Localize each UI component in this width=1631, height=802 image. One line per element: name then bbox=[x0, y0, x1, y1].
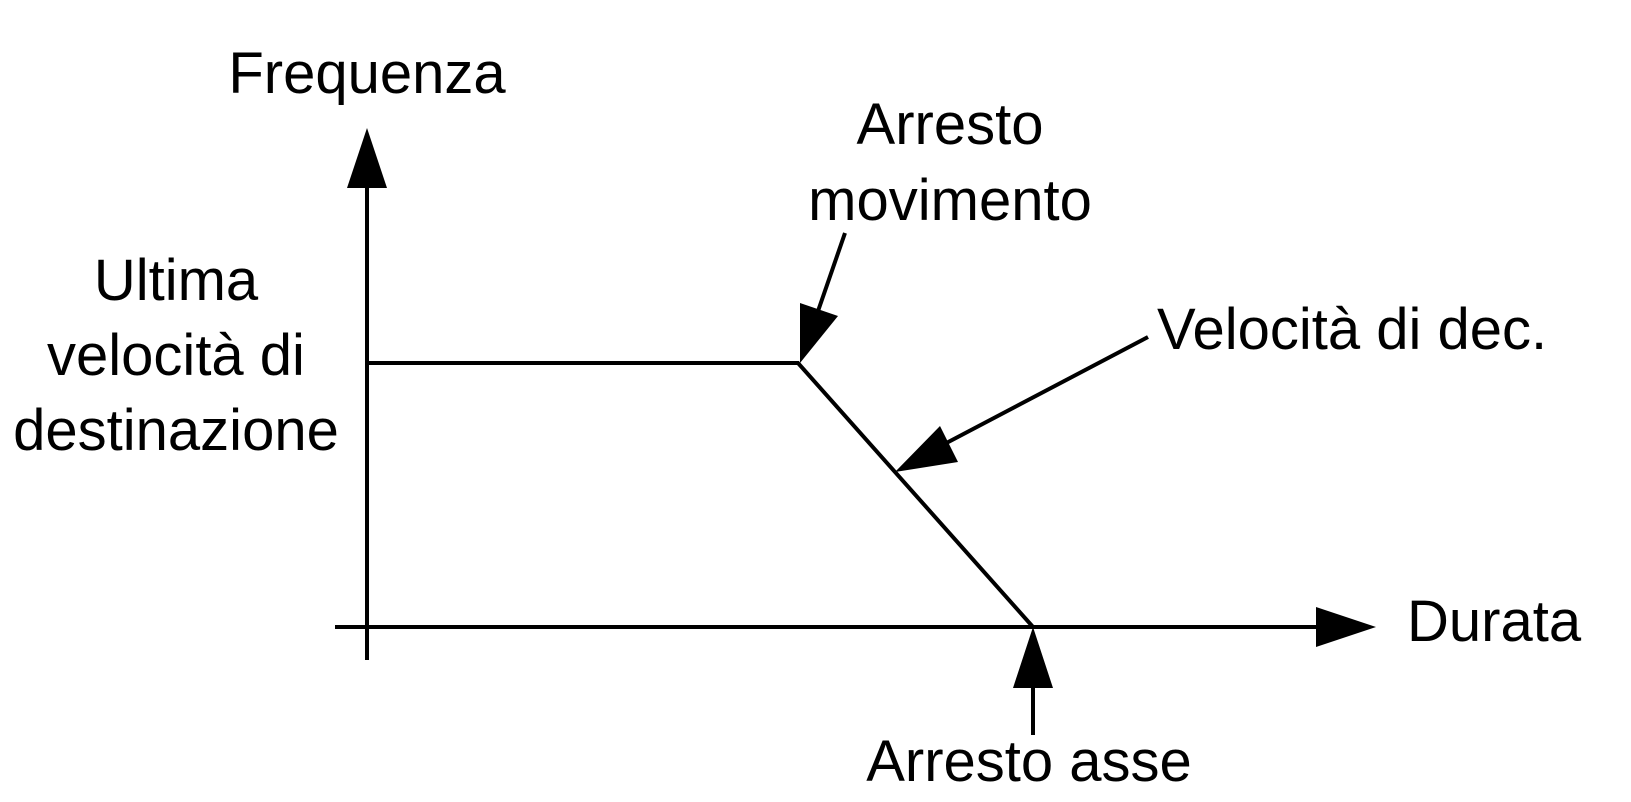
motion-stop-label-line-2: movimento bbox=[808, 168, 1092, 233]
axis-stop-arrowhead bbox=[1013, 627, 1053, 688]
x-axis-label: Durata bbox=[1407, 589, 1582, 654]
target-speed-label-line-3: destinazione bbox=[13, 398, 339, 463]
axis-stop-label: Arresto asse bbox=[866, 729, 1192, 794]
motion-stop-label-line-1: Arresto bbox=[857, 92, 1044, 157]
decel-rate-arrow-shaft bbox=[934, 335, 1149, 451]
frequency-profile-line bbox=[367, 361, 1035, 629]
decel-rate-arrowhead bbox=[895, 426, 958, 472]
motion-stop-arrow-shaft bbox=[815, 232, 847, 315]
x-axis-arrowhead bbox=[1316, 607, 1376, 647]
target-speed-label-line-2: velocità di bbox=[47, 323, 305, 388]
decel-rate-label: Velocità di dec. bbox=[1157, 297, 1547, 362]
motion-stop-arrowhead bbox=[800, 303, 838, 363]
y-axis-label: Frequenza bbox=[228, 41, 506, 106]
target-speed-label-line-1: Ultima bbox=[94, 248, 259, 313]
y-axis-arrowhead bbox=[347, 128, 387, 188]
